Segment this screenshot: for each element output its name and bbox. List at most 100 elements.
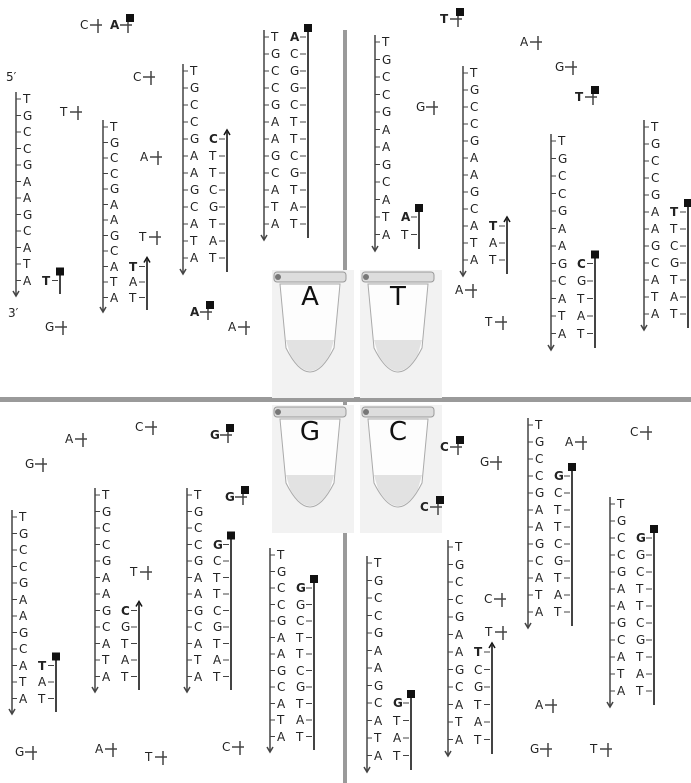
complement-base: A <box>213 653 221 667</box>
complement-base: T <box>636 684 643 698</box>
complement-base: G <box>636 531 646 545</box>
template-base: G <box>382 53 391 67</box>
template-base: C <box>190 200 198 214</box>
terminator-marker <box>241 486 249 494</box>
template-base: A <box>470 168 478 182</box>
template-base: T <box>617 667 624 681</box>
template-base: G <box>470 185 479 199</box>
template-base: G <box>535 486 544 500</box>
free-nucleotide: A <box>65 432 73 446</box>
complement-base: T <box>393 749 400 763</box>
template-base: T <box>110 120 117 134</box>
template-base: A <box>374 644 382 658</box>
complement-base: C <box>554 537 562 551</box>
template-base: G <box>651 239 660 253</box>
template-base: G <box>19 576 28 590</box>
template-base: C <box>470 202 478 216</box>
template-base: C <box>277 598 285 612</box>
template-base: A <box>190 166 198 180</box>
template-base: T <box>102 653 109 667</box>
template-base: C <box>19 560 27 574</box>
terminator-marker <box>52 653 60 661</box>
template-base: T <box>382 210 389 224</box>
terminator-marker <box>206 301 214 309</box>
template-base: T <box>190 234 197 248</box>
template-base: A <box>190 251 198 265</box>
complement-base: C <box>670 239 678 253</box>
template-base: T <box>23 92 30 106</box>
template-base: A <box>277 647 285 661</box>
template-base: T <box>558 134 565 148</box>
template-base: G <box>23 208 32 222</box>
complement-base: A <box>38 675 46 689</box>
tube-g-label: G <box>272 417 348 447</box>
template-base: A <box>558 239 566 253</box>
template-base: G <box>102 554 111 568</box>
template-base: C <box>558 274 566 288</box>
complement-base: T <box>401 228 408 242</box>
template-base: G <box>651 188 660 202</box>
template-base: T <box>651 120 658 134</box>
template-base: A <box>558 327 566 341</box>
complement-base: T <box>554 605 561 619</box>
complement-base: C <box>209 183 217 197</box>
complement-base: C <box>636 565 644 579</box>
template-base: A <box>271 115 279 129</box>
template-base: A <box>23 175 31 189</box>
free-nucleotide: T <box>485 625 492 639</box>
complement-base: T <box>670 307 677 321</box>
template-base: T <box>535 588 542 602</box>
template-base: A <box>110 213 118 227</box>
template-base: A <box>19 609 27 623</box>
complement-base: A <box>290 30 299 44</box>
template-base: G <box>455 663 464 677</box>
complement-base: A <box>577 309 585 323</box>
template-base: C <box>535 452 543 466</box>
complement-base: C <box>209 132 218 146</box>
template-base: A <box>470 219 478 233</box>
free-nucleotide: T <box>575 90 583 104</box>
template-base: G <box>194 505 203 519</box>
free-nucleotide: T <box>485 315 492 329</box>
arrow-icon <box>136 602 142 607</box>
free-nucleotide: A <box>455 283 463 297</box>
template-base: G <box>110 229 119 243</box>
terminator-marker <box>126 14 134 22</box>
complement-base: C <box>121 604 130 618</box>
template-base: G <box>110 136 119 150</box>
template-base: C <box>110 167 118 181</box>
template-base: C <box>470 117 478 131</box>
arrow-icon <box>607 702 613 707</box>
template-base: G <box>558 257 567 271</box>
template-base: G <box>190 132 199 146</box>
free-nucleotide: A <box>110 18 119 32</box>
template-base: C <box>23 142 31 156</box>
arrow-icon <box>372 246 378 251</box>
template-base: A <box>535 503 543 517</box>
template-base: G <box>110 182 119 196</box>
complement-base: G <box>296 581 306 595</box>
complement-base: A <box>296 713 304 727</box>
complement-base: T <box>296 730 303 744</box>
free-nucleotide: G <box>25 457 34 471</box>
template-base: C <box>455 680 463 694</box>
template-base: A <box>23 191 31 205</box>
template-base: A <box>190 149 198 163</box>
template-base: G <box>190 183 199 197</box>
complement-base: G <box>290 166 299 180</box>
tube-t: T <box>360 270 436 390</box>
complement-base: A <box>636 667 644 681</box>
complement-base: T <box>636 650 643 664</box>
complement-base: T <box>636 599 643 613</box>
template-base: C <box>455 575 463 589</box>
template-base: C <box>194 620 202 634</box>
complement-base: C <box>554 486 562 500</box>
template-base: C <box>535 469 543 483</box>
template-base: A <box>271 183 279 197</box>
template-base: T <box>382 35 389 49</box>
complement-base: T <box>213 571 220 585</box>
tube-g: G <box>272 405 348 525</box>
free-nucleotide: A <box>228 320 236 334</box>
template-base: A <box>19 659 27 673</box>
template-base: A <box>651 205 659 219</box>
